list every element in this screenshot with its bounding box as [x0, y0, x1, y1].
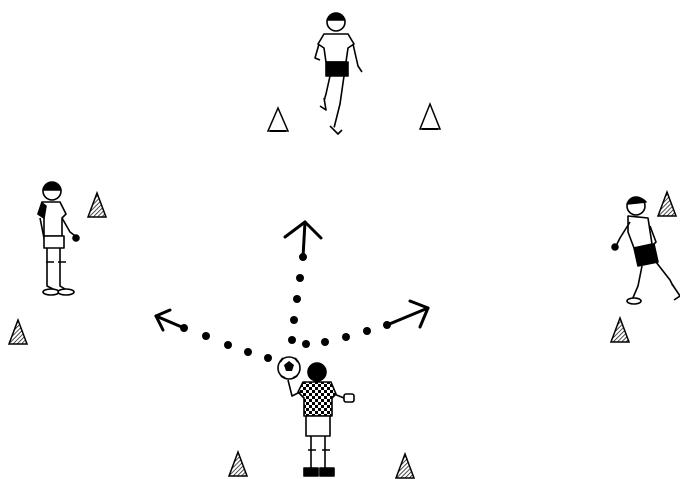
cone-top-left	[266, 106, 290, 132]
pass-path-to-left	[180, 324, 272, 362]
cone-left-lower	[7, 317, 29, 345]
arrow-top	[283, 220, 323, 259]
arrow-left	[154, 308, 186, 332]
cone-bottom-left	[227, 449, 249, 477]
ball	[277, 356, 301, 380]
cone-right-upper	[656, 189, 678, 217]
cone-bottom-right	[394, 451, 416, 479]
cone-left-upper	[86, 190, 108, 218]
cone-top-right	[418, 101, 442, 130]
cone-right-lower	[609, 315, 631, 343]
pass-path-to-top	[288, 253, 307, 344]
player-left	[37, 181, 80, 296]
player-top	[314, 12, 363, 135]
player-right	[611, 196, 680, 305]
arrow-right	[385, 299, 430, 329]
player-bottom	[287, 362, 355, 477]
pass-path-to-right	[302, 321, 391, 348]
